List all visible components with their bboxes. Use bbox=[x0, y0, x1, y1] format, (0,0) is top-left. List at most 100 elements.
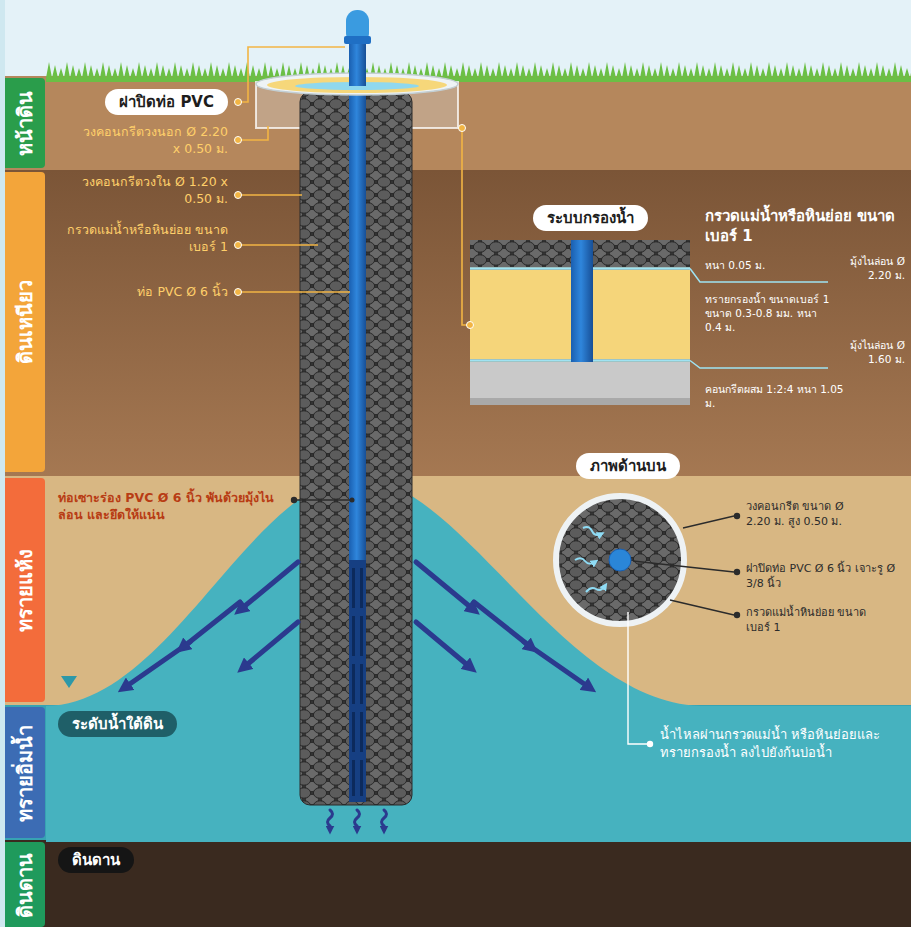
leader-lines-part bbox=[238, 47, 470, 325]
callout-label: กรวดแม่น้ำหรือหินย่อย ขนาดเบอร์ 1 bbox=[58, 222, 228, 256]
leader-lines-part-part bbox=[238, 194, 302, 196]
layer-name: ดินดาน bbox=[13, 852, 37, 917]
groundwater-mound bbox=[46, 476, 911, 842]
callout-label: น้ำไหลผ่านกรวดแม่น้ำ หรือหินย่อยและทรายก… bbox=[660, 726, 905, 761]
top-view-part bbox=[586, 586, 605, 592]
title-pill: ภาพด้านบน bbox=[576, 453, 680, 479]
callout-label: ท่อ PVC Ø 6 นิ้ว bbox=[58, 284, 228, 301]
water-table-marker bbox=[61, 676, 77, 688]
flow-arrows-part bbox=[382, 810, 387, 830]
top-view-part bbox=[556, 496, 684, 624]
soil-bands-part bbox=[0, 840, 911, 927]
callout-label: ฝาปิดท่อ PVC Ø 6 นิ้ว เจาะรู Ø 3/8 นิ้ว bbox=[746, 562, 896, 592]
title-pill: ดินดาน bbox=[58, 847, 134, 873]
leader-lines-part-part bbox=[670, 600, 734, 615]
concrete-well-part bbox=[349, 560, 366, 802]
leader-lines-part-part bbox=[459, 125, 466, 132]
callout-label: ทรายกรองน้ำ ขนาดเบอร์ 1 ขนาด 0.3-0.8 มม.… bbox=[705, 292, 835, 335]
leader-lines bbox=[235, 47, 741, 747]
leader-lines-part-part bbox=[467, 322, 474, 329]
callout-label: วงคอนกรีตวงนอก Ø 2.20 x 0.50 ม. bbox=[78, 124, 228, 158]
layer-name: ทรายแห้ง bbox=[13, 549, 37, 632]
leader-lines-part-part bbox=[683, 516, 734, 528]
leader-lines-part-part bbox=[462, 128, 470, 325]
leader-lines-part-part bbox=[633, 561, 734, 572]
soil-layer-tab: ทรายแห้ง bbox=[5, 478, 45, 702]
filter-cross-section-part bbox=[571, 240, 593, 362]
filter-cross-section-part bbox=[470, 362, 690, 405]
top-view-part bbox=[609, 549, 631, 571]
layer-name: ดินเหนียว bbox=[13, 280, 37, 364]
leader-lines-part-part bbox=[294, 499, 352, 500]
filter-cross-section bbox=[470, 240, 828, 405]
leader-lines-part-part bbox=[235, 242, 242, 249]
callout-label: มุ้งไนล่อน Ø 1.60 ม. bbox=[835, 338, 905, 366]
water-table-marker-part bbox=[61, 676, 77, 688]
concrete-well-part-part bbox=[352, 568, 355, 608]
callout-label: วงคอนกรีต ขนาด Ø 2.20 ม. สูง 0.50 ม. bbox=[746, 500, 856, 530]
leader-lines-part-part bbox=[238, 126, 268, 140]
leader-lines-part bbox=[291, 497, 740, 618]
grass bbox=[46, 62, 911, 82]
callout-label: ท่อเซาะร่อง PVC Ø 6 นิ้ว พันด้วยมุ้งไนล่… bbox=[58, 490, 288, 524]
filter-cross-section-part bbox=[470, 398, 690, 405]
concrete-well-part-part bbox=[360, 760, 363, 796]
filter-cross-section-part bbox=[690, 361, 828, 369]
title-pill: ระบบกรองน้ำ bbox=[533, 205, 648, 231]
pill-title: ดินดาน bbox=[72, 851, 120, 869]
flow-arrows bbox=[124, 562, 590, 830]
leader-lines-part-part bbox=[238, 244, 318, 246]
top-view bbox=[556, 496, 684, 624]
concrete-well-part-part bbox=[360, 616, 363, 656]
leader-lines-part bbox=[235, 99, 474, 329]
concrete-well-part-part bbox=[360, 568, 363, 608]
leader-lines-part-part bbox=[235, 137, 242, 144]
pill-title: ฝาปิดท่อ PVC bbox=[119, 93, 214, 111]
leader-lines-part-part bbox=[238, 47, 345, 102]
callout-label: หนา 0.05 ม. bbox=[705, 258, 825, 272]
flow-arrows-part bbox=[328, 810, 333, 830]
callout-label: กรวดแม่น้ำหรือหินย่อย ขนาดเบอร์ 1 bbox=[705, 206, 905, 247]
layer-name: ทรายอิ่มน้ำ bbox=[13, 724, 37, 821]
leader-lines-part-part bbox=[734, 513, 740, 519]
concrete-well-part-part bbox=[360, 664, 363, 704]
callout-label: มุ้งไนล่อน Ø 2.20 ม. bbox=[835, 254, 905, 282]
top-view-part bbox=[575, 558, 595, 564]
concrete-well-part-part bbox=[352, 664, 355, 704]
flow-arrows-part bbox=[124, 642, 190, 688]
concrete-well-part bbox=[344, 36, 371, 44]
leader-lines-part-part bbox=[734, 569, 740, 575]
soil-layer-tab: ทรายอิ่มน้ำ bbox=[5, 707, 45, 838]
flow-arrows-part bbox=[416, 562, 474, 610]
title-pill: ฝาปิดท่อ PVC bbox=[105, 89, 228, 115]
callout-label: กรวดแม่น้ำหินย่อย ขนาดเบอร์ 1 bbox=[746, 606, 871, 636]
soil-layer-tab: ดินเหนียว bbox=[5, 172, 45, 472]
leader-lines-part-part bbox=[235, 289, 242, 296]
concrete-well-part-part bbox=[360, 712, 363, 752]
callout-label: คอนกรีตผสม 1:2:4 หนา 1.05 ม. bbox=[705, 382, 855, 410]
concrete-well bbox=[256, 10, 458, 805]
flow-arrows-part bbox=[355, 810, 360, 830]
concrete-well-part bbox=[352, 568, 363, 796]
leader-lines-part bbox=[628, 612, 648, 744]
title-pill: ระดับน้ำใต้ดิน bbox=[58, 711, 177, 737]
pill-title: ภาพด้านบน bbox=[590, 457, 666, 475]
leader-lines-part-part bbox=[238, 291, 350, 293]
leader-lines-part bbox=[294, 500, 734, 615]
leader-lines-part-part bbox=[350, 498, 355, 503]
flow-arrows-part bbox=[240, 562, 298, 610]
soil-bands-part bbox=[0, 170, 911, 477]
concrete-well-part-part bbox=[352, 616, 355, 656]
leader-lines-part-part bbox=[734, 612, 740, 618]
leader-lines-part-part bbox=[291, 497, 297, 503]
callout-label: วงคอนกรีตวงใน Ø 1.20 x 0.50 ม. bbox=[78, 174, 228, 208]
flow-arrows-part bbox=[416, 622, 471, 668]
concrete-well-part-part bbox=[352, 712, 355, 752]
pill-title: ระบบกรองน้ำ bbox=[547, 209, 634, 227]
top-view-part bbox=[583, 527, 601, 535]
concrete-well-part-part bbox=[352, 760, 355, 796]
leader-lines-part bbox=[647, 741, 653, 747]
